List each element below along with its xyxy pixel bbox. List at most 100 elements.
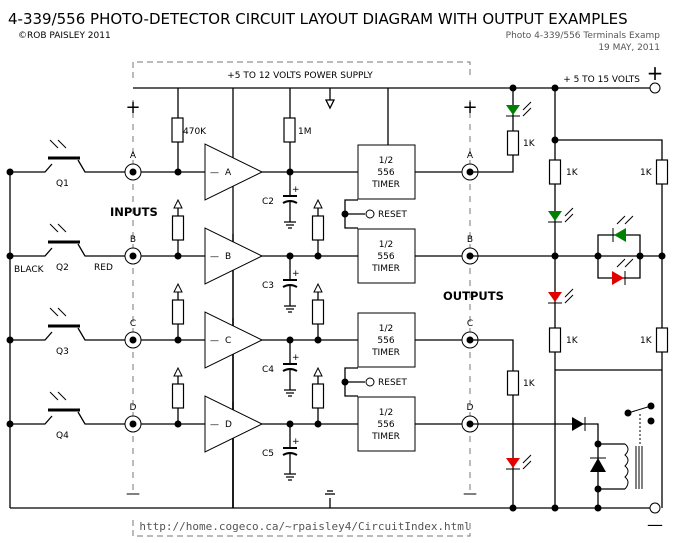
- comparator-minus: —: [210, 420, 219, 430]
- resistor-1k-label: 1K: [523, 379, 536, 389]
- resistor-1k-label: 1K: [640, 168, 653, 178]
- source-url[interactable]: http://home.cogeco.ca/~rpaisley4/Circuit…: [139, 520, 470, 533]
- junction-dot: [658, 252, 666, 260]
- junction-dot: [551, 504, 559, 512]
- resistor-1k-label: 1K: [640, 336, 653, 346]
- junction-dot: [509, 84, 517, 92]
- junction-dot: [624, 409, 632, 417]
- timer-line3: TIMER: [371, 432, 400, 442]
- comparator-minus: —: [210, 336, 219, 346]
- pullup-resistor: [311, 215, 325, 241]
- resistor-1m: [283, 117, 296, 143]
- supply-arrow-icon: [173, 198, 183, 209]
- timer-box: [357, 396, 416, 452]
- reset-link: RESET: [341, 367, 407, 397]
- input-label: D: [130, 403, 137, 413]
- junction-dot: [341, 210, 349, 218]
- capacitor-plus: +: [292, 185, 300, 195]
- rails: [9, 87, 650, 509]
- capacitor-label: C2: [262, 197, 274, 207]
- wire: [470, 423, 625, 508]
- board-outline: [132, 61, 471, 537]
- transistor-label: Q2: [56, 263, 69, 273]
- junction-dot: [509, 504, 517, 512]
- pullup-resistor: [171, 383, 185, 409]
- reset-terminal[interactable]: [365, 209, 375, 219]
- pullup-resistor: [311, 299, 325, 325]
- reset-link: RESET: [341, 199, 407, 229]
- light-rays-icon: [49, 307, 67, 317]
- capacitor-plate: [282, 368, 298, 372]
- light-rays-icon: [49, 223, 67, 233]
- comparator-label: B: [225, 252, 231, 262]
- wire: [284, 473, 296, 481]
- led-body: [548, 211, 562, 221]
- junction-dot: [6, 420, 14, 428]
- resistor: [655, 159, 669, 185]
- resistor-1k-label: 1K: [566, 336, 579, 346]
- junction-dot: [6, 252, 14, 260]
- timer-line3: TIMER: [371, 180, 400, 190]
- junction-dot: [647, 402, 655, 410]
- timer-line1: 1/2: [379, 240, 393, 250]
- transistor-label: Q4: [56, 431, 69, 441]
- resistor-1m-label: 1M: [298, 127, 312, 137]
- junction-dot: [551, 136, 559, 144]
- output-label: B: [467, 235, 473, 245]
- terminal-center: [129, 168, 137, 176]
- junction-dot: [341, 378, 349, 386]
- capacitor-plate: [282, 452, 298, 456]
- junction-dot: [174, 168, 182, 176]
- minus-terminal: [649, 502, 661, 514]
- light-rays-icon: [49, 391, 67, 401]
- led-icon: [506, 454, 532, 470]
- transistor-label: Q1: [56, 179, 69, 189]
- junction-dot: [636, 252, 644, 260]
- comparator-label: C: [225, 336, 231, 346]
- led-icon: [612, 258, 634, 285]
- timer-box: [357, 144, 416, 200]
- outputs-label: OUTPUTS: [443, 289, 504, 303]
- junction-dot: [594, 252, 602, 260]
- wire: [284, 389, 296, 397]
- resistor: [655, 327, 669, 353]
- copyright: ©ROB PAISLEY 2011: [18, 31, 111, 41]
- comparator-minus: —: [210, 168, 219, 178]
- resistor: [506, 370, 520, 396]
- led-icon: [612, 215, 634, 242]
- wire-red-label: RED: [94, 263, 113, 273]
- capacitor-plus: +: [292, 269, 300, 279]
- comparator-minus: —: [210, 252, 219, 262]
- top-links: [177, 88, 389, 172]
- reset-label: RESET: [378, 378, 407, 388]
- junction-dot: [551, 252, 559, 260]
- led-body: [506, 105, 520, 115]
- diagram-title: 4-339/556 PHOTO-DETECTOR CIRCUIT LAYOUT …: [8, 10, 628, 28]
- resistor: [506, 130, 520, 156]
- wire: [284, 305, 296, 313]
- supply-arrow-icon: [313, 366, 323, 377]
- flyback-diode-icon: [590, 458, 606, 472]
- led-body: [612, 271, 624, 285]
- capacitor-label: C4: [262, 365, 274, 375]
- supply-arrow-icon: [313, 198, 323, 209]
- date: 19 MAY, 2011: [598, 43, 660, 53]
- transistor-label: Q3: [56, 347, 69, 357]
- reset-terminal[interactable]: [365, 377, 375, 387]
- led-icon: [548, 207, 574, 223]
- resistor-1k-label: 1K: [566, 168, 579, 178]
- supply-label: +5 TO 12 VOLTS POWER SUPPLY: [227, 71, 373, 81]
- diode-icon: [572, 417, 584, 431]
- reset-label: RESET: [378, 210, 407, 220]
- wire-black-label: BLACK: [14, 265, 45, 275]
- light-rays-icon: [49, 139, 67, 149]
- pullup-resistor: [171, 215, 185, 241]
- led-body: [506, 458, 520, 468]
- led-rays: [564, 207, 574, 223]
